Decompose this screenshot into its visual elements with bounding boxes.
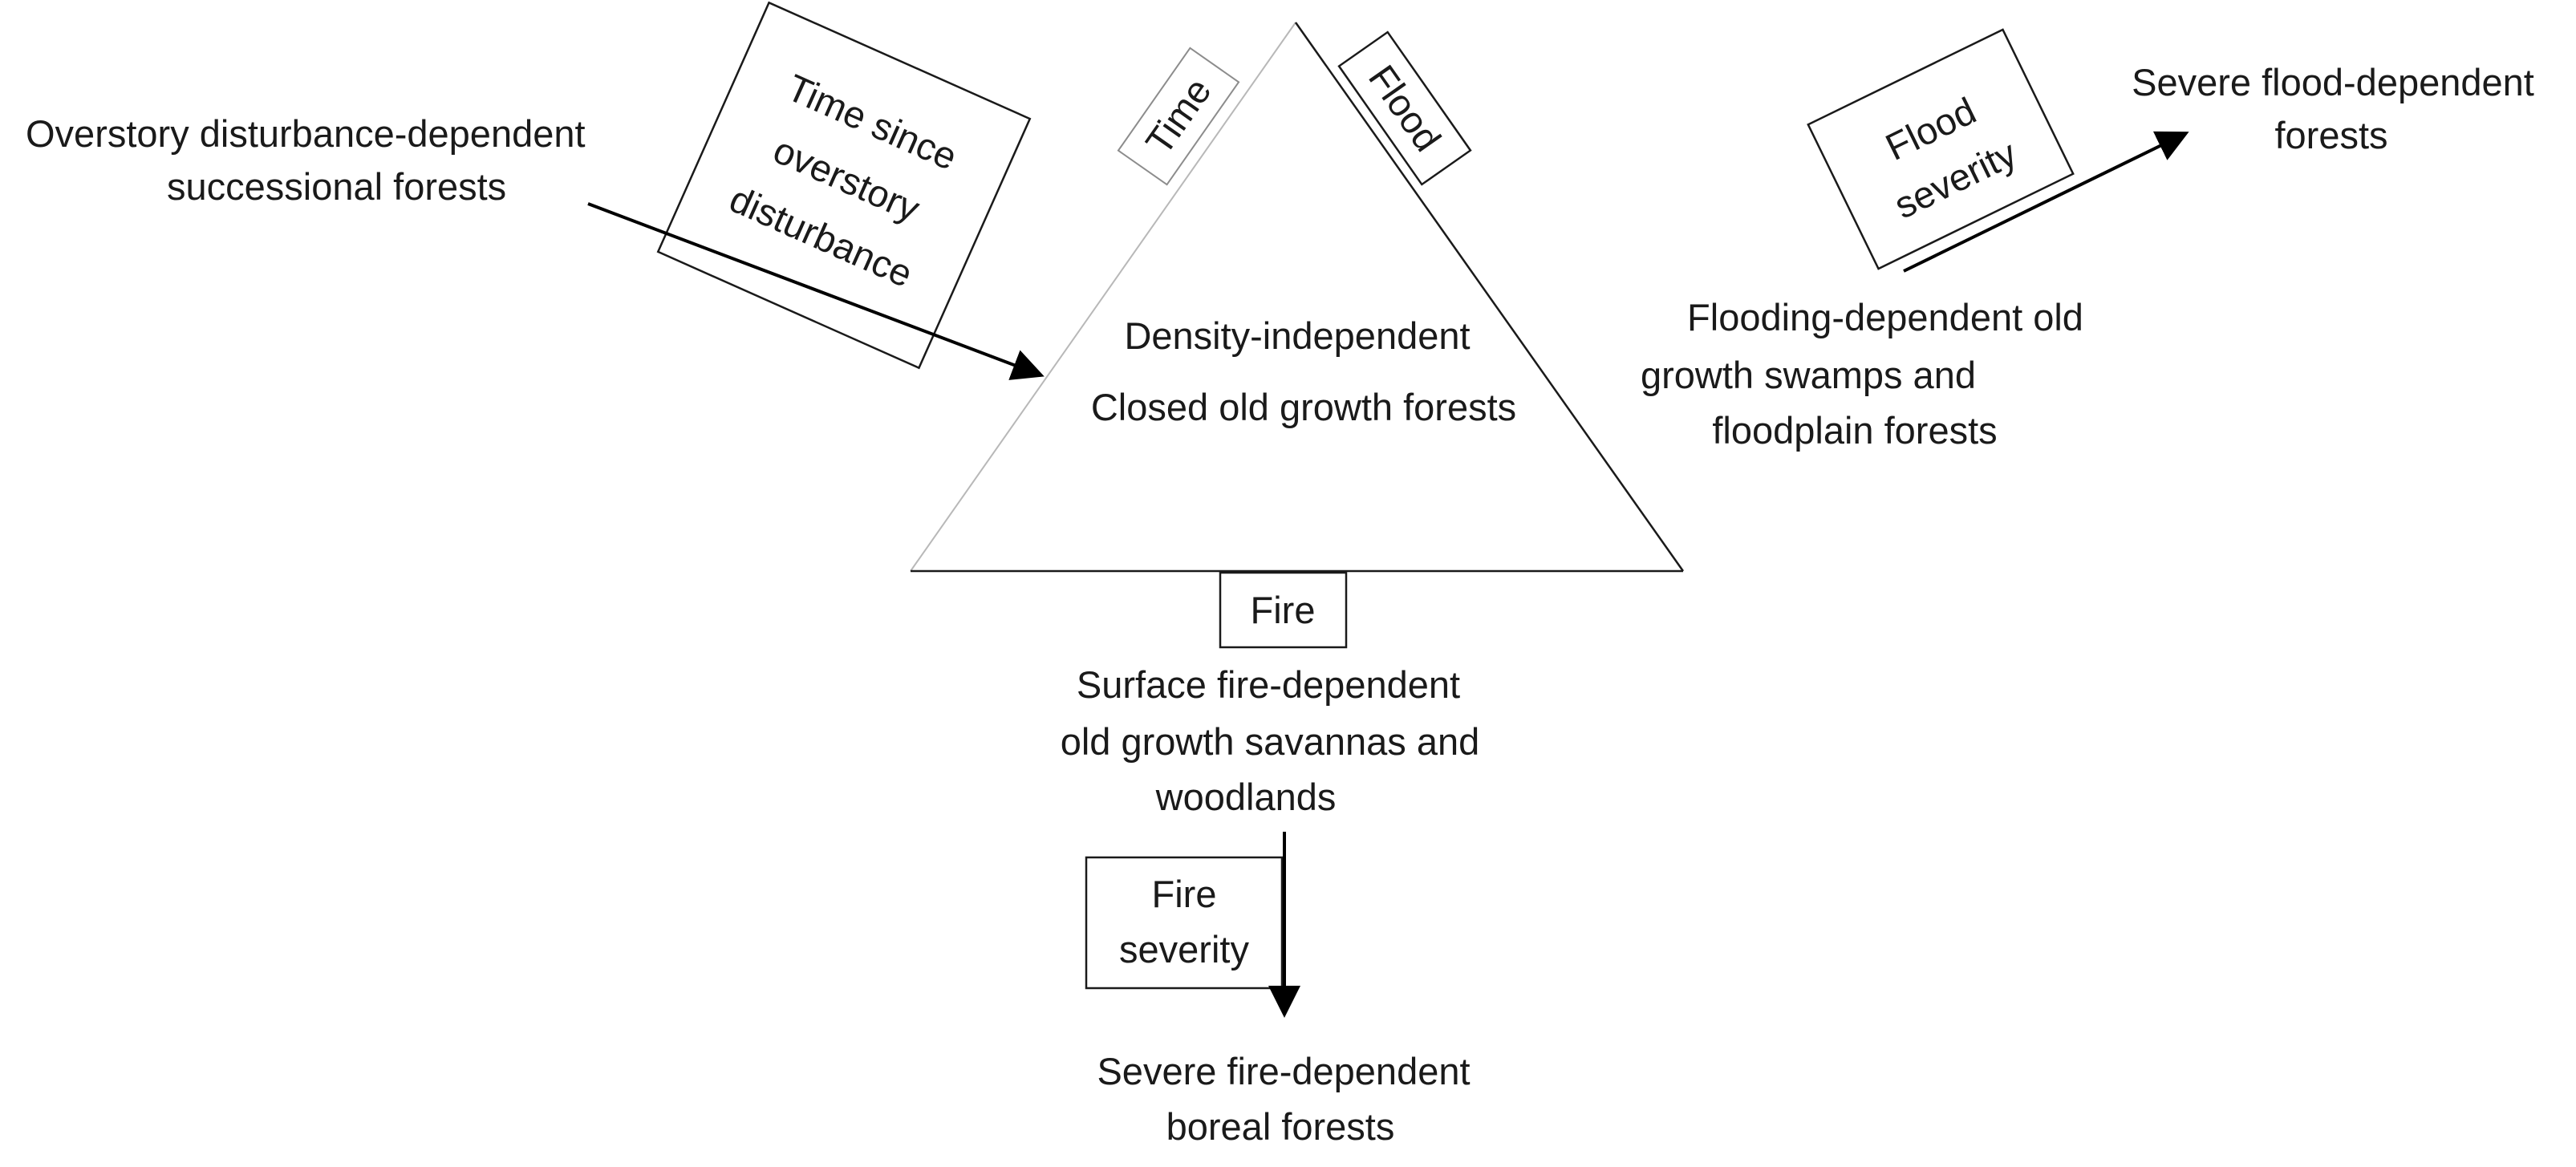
triangle-right-edge bbox=[1294, 22, 1685, 572]
bottom-origin-line2: old growth savannas and bbox=[1061, 720, 1480, 763]
right-end-line2: forests bbox=[2274, 114, 2387, 156]
time-vertex-label: Time bbox=[1117, 47, 1240, 186]
left-origin-line1: Overstory disturbance-dependent bbox=[26, 112, 586, 155]
time-since-disturbance-arrow bbox=[587, 202, 1045, 380]
flood-severity-arrow bbox=[1903, 131, 2189, 273]
right-end-line1: Severe flood-dependent bbox=[2132, 61, 2534, 103]
center-label-line1: Density-independent bbox=[1124, 314, 1470, 357]
left-origin-line2: successional forests bbox=[167, 165, 506, 208]
triangle-left-edge bbox=[910, 22, 1296, 572]
time-since-disturbance-label: Time since overstory disturbance bbox=[656, 1, 1032, 370]
fire-severity-label: Fire severity bbox=[1085, 856, 1284, 990]
bottom-origin-line1: Surface fire-dependent bbox=[1077, 663, 1460, 706]
center-label-line2: Closed old growth forests bbox=[1091, 386, 1516, 428]
flood-vertex-label: Flood bbox=[1337, 30, 1472, 186]
bottom-end-line2: boreal forests bbox=[1166, 1105, 1395, 1148]
right-origin-line1: Flooding-dependent old bbox=[1687, 296, 2083, 338]
bottom-origin-line3: woodlands bbox=[1155, 776, 1337, 818]
bottom-end-line1: Severe fire-dependent bbox=[1097, 1050, 1470, 1092]
flood-severity-label: Flood severity bbox=[1807, 28, 2075, 270]
right-origin-line3: floodplain forests bbox=[1712, 409, 1997, 452]
right-origin-line2: growth swamps and bbox=[1641, 354, 1976, 396]
fire-severity-line1: Fire bbox=[1152, 873, 1217, 915]
fire-severity-line2: severity bbox=[1119, 928, 1249, 970]
fire-vertex-text: Fire bbox=[1251, 589, 1316, 631]
fire-vertex-label: Fire bbox=[1219, 571, 1348, 649]
